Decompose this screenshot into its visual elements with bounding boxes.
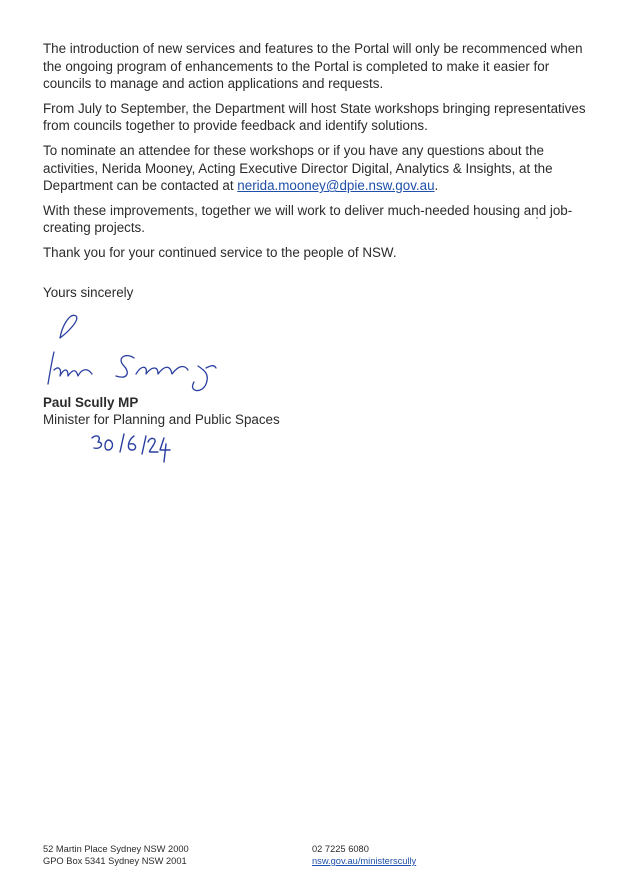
footer-contact: 02 7225 6080 nsw.gov.au/ministerscully [312, 843, 416, 867]
address-line-2: GPO Box 5341 Sydney NSW 2001 [43, 856, 187, 866]
paragraph-contact: To nominate an attendee for these worksh… [43, 142, 591, 195]
signer-name: Paul Scully MP [43, 395, 139, 410]
phone-number: 02 7225 6080 [312, 844, 369, 854]
footer-address: 52 Martin Place Sydney NSW 2000 GPO Box … [43, 843, 189, 867]
paragraph-thanks: Thank you for your continued service to … [43, 244, 397, 260]
paragraph-improvements: With these improvements, together we wil… [43, 202, 573, 236]
letter-body: The introduction of new services and fea… [43, 40, 591, 308]
scan-speck [536, 217, 538, 219]
handwritten-date [91, 433, 171, 463]
email-link[interactable]: nerida.mooney@dpie.nsw.gov.au [237, 178, 435, 194]
website-link[interactable]: nsw.gov.au/ministerscully [312, 856, 417, 866]
paragraph-workshops: From July to September, the Department w… [43, 100, 586, 134]
paragraph-portal: The introduction of new services and fea… [43, 41, 583, 92]
contact-text: To nominate an attendee for these worksh… [43, 142, 553, 194]
closing: Yours sincerely [43, 284, 134, 300]
signer-title: Minister for Planning and Public Spaces [43, 412, 280, 427]
contact-period: . [434, 178, 439, 194]
address-line-1: 52 Martin Place Sydney NSW 2000 [43, 844, 189, 854]
handwritten-signature [47, 314, 217, 392]
